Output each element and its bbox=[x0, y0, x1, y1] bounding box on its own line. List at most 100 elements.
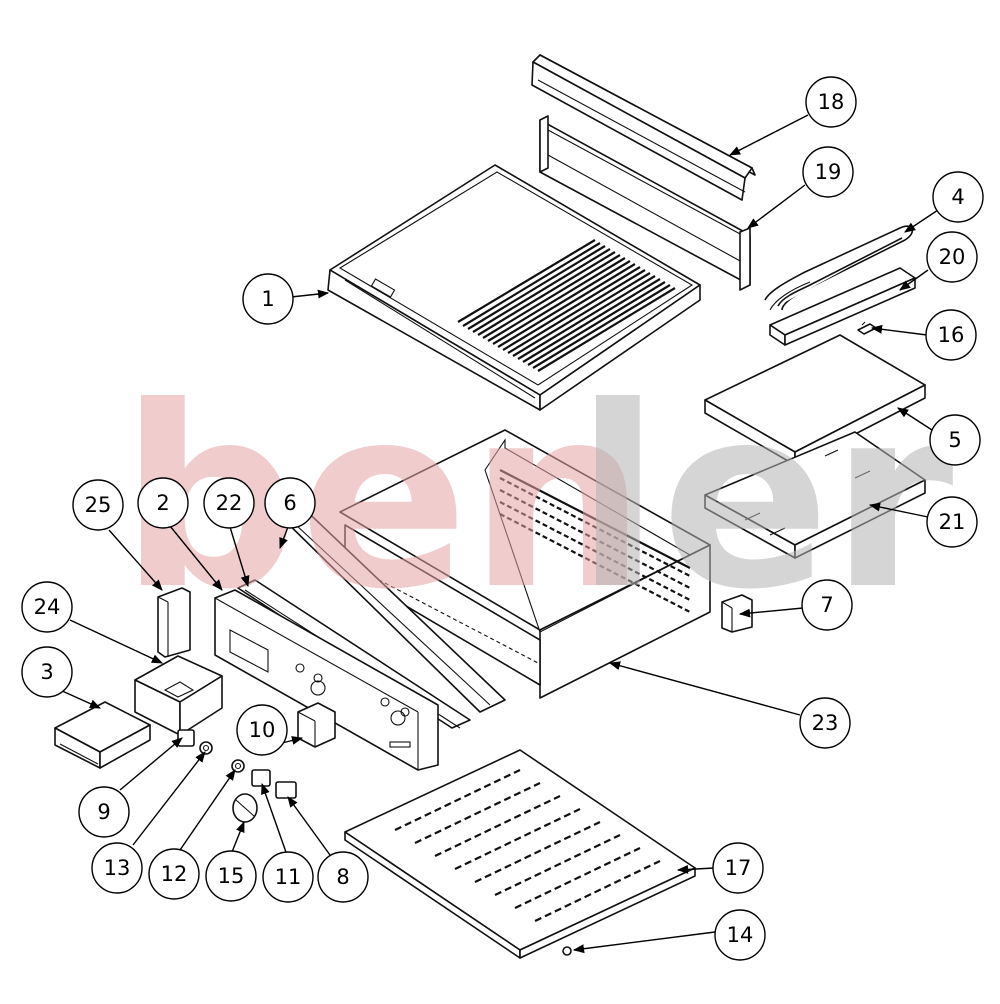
callout-5: 5 bbox=[929, 414, 981, 466]
callout-label: 7 bbox=[820, 593, 833, 617]
callout-circle bbox=[925, 309, 977, 361]
callout-circle bbox=[926, 496, 978, 548]
callout-13: 13 bbox=[91, 842, 143, 894]
bottom-plate-slots bbox=[394, 769, 661, 922]
callout-label: 8 bbox=[336, 865, 349, 889]
part-20-bracket-plate bbox=[769, 267, 916, 346]
callout-10: 10 bbox=[236, 704, 288, 756]
callout-circle bbox=[712, 842, 764, 894]
callout-7: 7 bbox=[801, 579, 853, 631]
callout-label: 2 bbox=[156, 491, 169, 515]
callout-label: 21 bbox=[939, 510, 966, 534]
callout-circle bbox=[236, 704, 288, 756]
callout-label: 9 bbox=[97, 800, 110, 824]
callout-label: 5 bbox=[948, 428, 961, 452]
callout-circle bbox=[926, 231, 978, 283]
callout-20: 20 bbox=[926, 231, 978, 283]
callout-6: 6 bbox=[264, 477, 316, 529]
callout-circle bbox=[21, 646, 73, 698]
part-2-control-panel bbox=[214, 589, 439, 771]
part-24-drawer-housing bbox=[134, 655, 223, 736]
part-23-main-housing bbox=[339, 429, 711, 699]
callout-label: 11 bbox=[275, 865, 302, 889]
callout-circle bbox=[264, 477, 316, 529]
callout-circle bbox=[21, 581, 73, 633]
callout-2: 2 bbox=[137, 477, 189, 529]
callout-label: 15 bbox=[218, 864, 245, 888]
callout-circle bbox=[799, 697, 851, 749]
part-8-regulator bbox=[275, 781, 297, 799]
callout-circle bbox=[805, 76, 857, 128]
callout-label: 18 bbox=[818, 90, 845, 114]
callout-label: 16 bbox=[938, 323, 965, 347]
callout-label: 25 bbox=[85, 493, 112, 517]
callout-25: 25 bbox=[72, 479, 124, 531]
callout-label: 12 bbox=[161, 862, 188, 886]
part-18-back-rail bbox=[531, 54, 756, 201]
callout-circle bbox=[78, 786, 130, 838]
part-1-griddle-plate bbox=[327, 164, 701, 411]
callout-circle bbox=[205, 850, 257, 902]
callout-circle bbox=[929, 414, 981, 466]
part-13-indicator-lamp bbox=[199, 741, 213, 755]
callout-circle bbox=[203, 477, 255, 529]
part-15-knob bbox=[232, 793, 258, 823]
part-4-heating-element bbox=[764, 225, 914, 311]
griddle-ribbed-area bbox=[457, 239, 676, 372]
callout-label: 22 bbox=[216, 491, 243, 515]
callout-24: 24 bbox=[21, 581, 73, 633]
callout-circle bbox=[148, 848, 200, 900]
part-19-splash-panel bbox=[539, 115, 751, 291]
callout-label: 19 bbox=[815, 160, 842, 184]
callout-23: 23 bbox=[799, 697, 851, 749]
callout-3: 3 bbox=[21, 646, 73, 698]
callout-11: 11 bbox=[262, 851, 314, 903]
callout-15: 15 bbox=[205, 850, 257, 902]
callout-label: 14 bbox=[727, 923, 754, 947]
callout-label: 4 bbox=[951, 185, 964, 209]
callout-circle bbox=[801, 579, 853, 631]
callout-circle bbox=[72, 479, 124, 531]
callout-label: 6 bbox=[283, 491, 296, 515]
callout-circle bbox=[802, 146, 854, 198]
housing-back-vents bbox=[499, 469, 691, 613]
callout-circle bbox=[714, 909, 766, 961]
part-9-switch bbox=[177, 729, 195, 747]
part-12-lamp bbox=[231, 759, 245, 773]
callout-16: 16 bbox=[925, 309, 977, 361]
callout-22: 22 bbox=[203, 477, 255, 529]
part-10-switch-block bbox=[297, 702, 336, 748]
watermark-text-pink: ben bbox=[120, 353, 647, 644]
callout-label: 10 bbox=[249, 718, 276, 742]
part-21-base-tray bbox=[704, 431, 926, 559]
callout-18: 18 bbox=[805, 76, 857, 128]
callout-label: 17 bbox=[725, 856, 752, 880]
part-14-screw bbox=[562, 946, 572, 956]
callout-label: 3 bbox=[40, 660, 53, 684]
callout-label: 13 bbox=[104, 856, 131, 880]
part-25-bracket bbox=[157, 587, 191, 658]
callout-12: 12 bbox=[148, 848, 200, 900]
callout-17: 17 bbox=[712, 842, 764, 894]
watermark-text-grey: ler bbox=[575, 353, 954, 644]
callout-19: 19 bbox=[802, 146, 854, 198]
callout-label: 20 bbox=[939, 245, 966, 269]
callout-label: 24 bbox=[34, 595, 61, 619]
callout-circle bbox=[91, 842, 143, 894]
callout-circle bbox=[317, 851, 369, 903]
callout-label: 1 bbox=[261, 287, 274, 311]
callout-4: 4 bbox=[932, 171, 984, 223]
callout-8: 8 bbox=[317, 851, 369, 903]
callout-circle bbox=[242, 273, 294, 325]
part-11-thermostat bbox=[251, 769, 271, 787]
callout-21: 21 bbox=[926, 496, 978, 548]
callout-9: 9 bbox=[78, 786, 130, 838]
part-7-terminal-box bbox=[721, 594, 753, 633]
callout-circle bbox=[137, 477, 189, 529]
callout-1: 1 bbox=[242, 273, 294, 325]
callout-circle bbox=[262, 851, 314, 903]
part-3-drawer bbox=[54, 701, 151, 769]
callout-circle bbox=[932, 171, 984, 223]
